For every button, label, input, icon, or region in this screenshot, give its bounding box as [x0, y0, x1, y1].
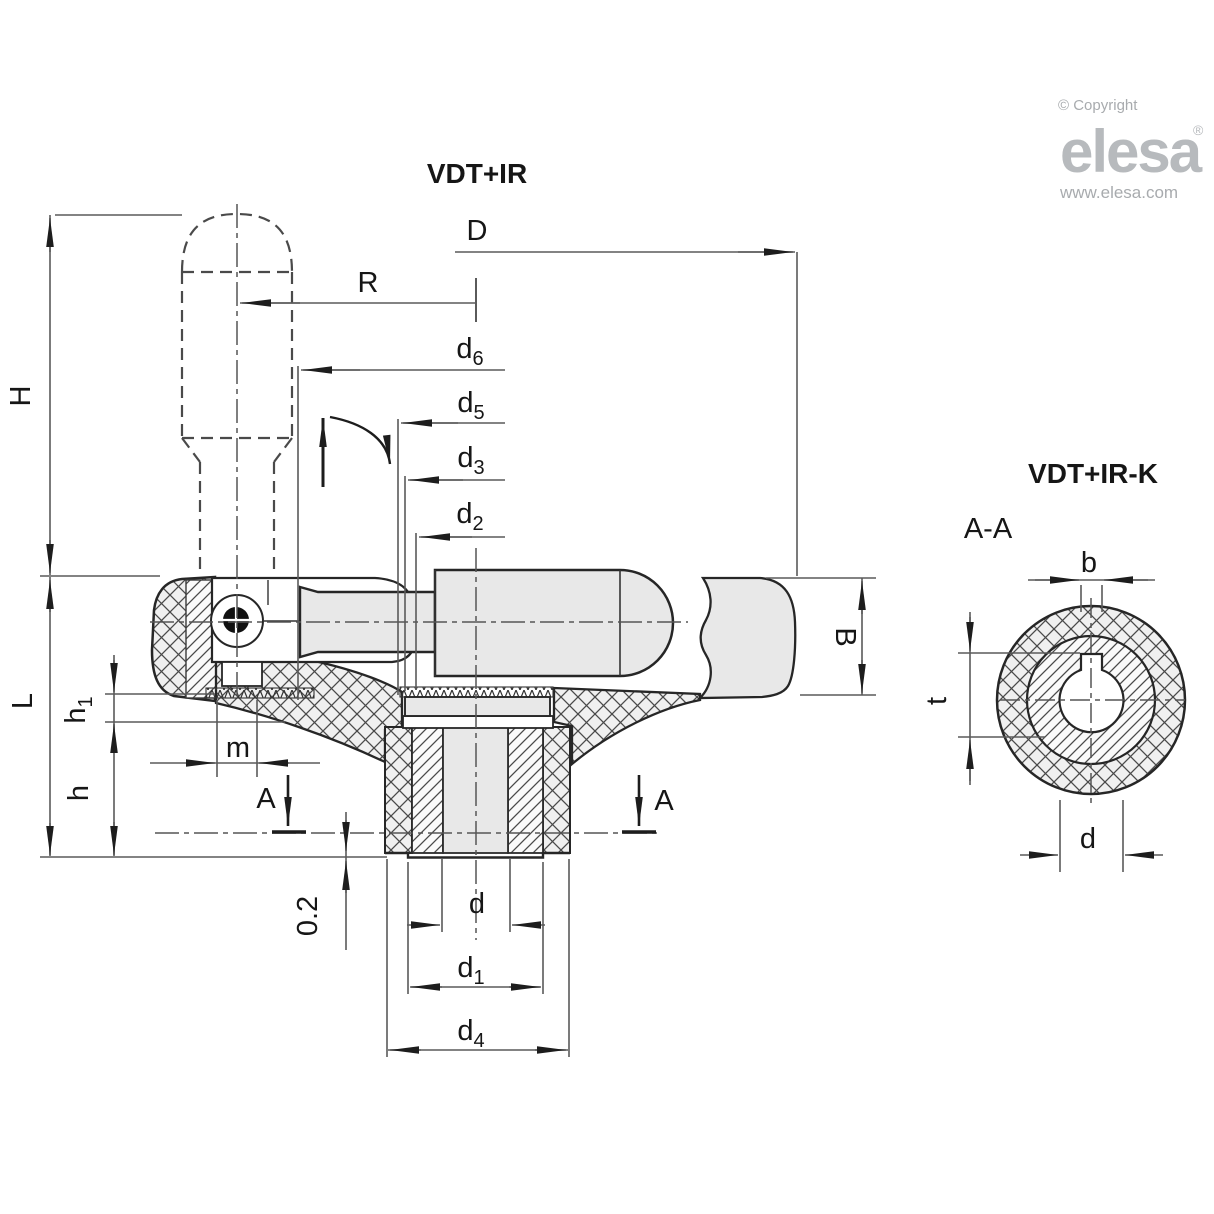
dim-label-d2: d2 — [456, 498, 483, 535]
dim-label-b: b — [1081, 547, 1097, 579]
website-text: www.elesa.com — [1059, 183, 1178, 202]
labels: VDT+IR D R d6 d5 d3 d2 H L h1 h m B 0.2 … — [5, 158, 1158, 1052]
dim-label-d5: d5 — [457, 387, 484, 424]
elesa-logo: elesa — [1060, 118, 1203, 185]
centerlines — [150, 204, 688, 940]
section-view-title: VDT+IR-K — [1028, 458, 1158, 489]
dim-label-D: D — [467, 215, 488, 247]
web-right-section — [552, 686, 702, 767]
registered-mark-icon: ® — [1193, 122, 1204, 138]
dim-label-m: m — [226, 732, 250, 764]
dim-label-H: H — [5, 386, 37, 407]
dim-label-R: R — [358, 267, 379, 299]
folded-handle-grip — [433, 568, 675, 678]
hub-flange — [402, 715, 554, 729]
dimension-lines — [40, 214, 876, 1057]
dim-label-B: B — [829, 627, 861, 646]
dim-label-L: L — [7, 693, 39, 709]
rim-right — [697, 576, 797, 700]
section-arrow-label-left: A — [256, 783, 276, 815]
dim-label-h1: h1 — [60, 696, 97, 723]
dim-label-offset: 0.2 — [292, 896, 324, 936]
main-view-title: VDT+IR — [427, 158, 527, 189]
section-cut-label: A-A — [964, 513, 1013, 545]
dim-label-d6: d6 — [456, 333, 483, 370]
dim-label-d3: d3 — [457, 442, 484, 479]
section-view — [958, 576, 1187, 872]
copyright-text: © Copyright — [1058, 97, 1138, 114]
section-dimensions — [958, 576, 1163, 872]
branding-block: © Copyright elesa ® www.elesa.com — [1058, 97, 1205, 202]
main-view — [150, 204, 797, 940]
handle-up-phantom — [180, 212, 294, 573]
dim-label-d-section: d — [1080, 823, 1096, 855]
hub-outer-left-section — [384, 726, 413, 854]
detent-screw-housing — [221, 661, 263, 687]
ring-nut-face — [404, 696, 551, 717]
section-centerlines — [1000, 598, 1185, 806]
section-arrow-label-right: A — [654, 785, 674, 817]
dim-label-d: d — [469, 888, 485, 920]
dim-label-t: t — [921, 697, 953, 705]
pivot-knurl — [205, 687, 315, 699]
hub-outer-right-section — [542, 726, 571, 854]
hub-bottom-profile — [385, 851, 570, 859]
dim-label-d4: d4 — [457, 1015, 484, 1052]
dim-label-h: h — [63, 785, 95, 801]
dim-label-d1: d1 — [457, 952, 484, 989]
